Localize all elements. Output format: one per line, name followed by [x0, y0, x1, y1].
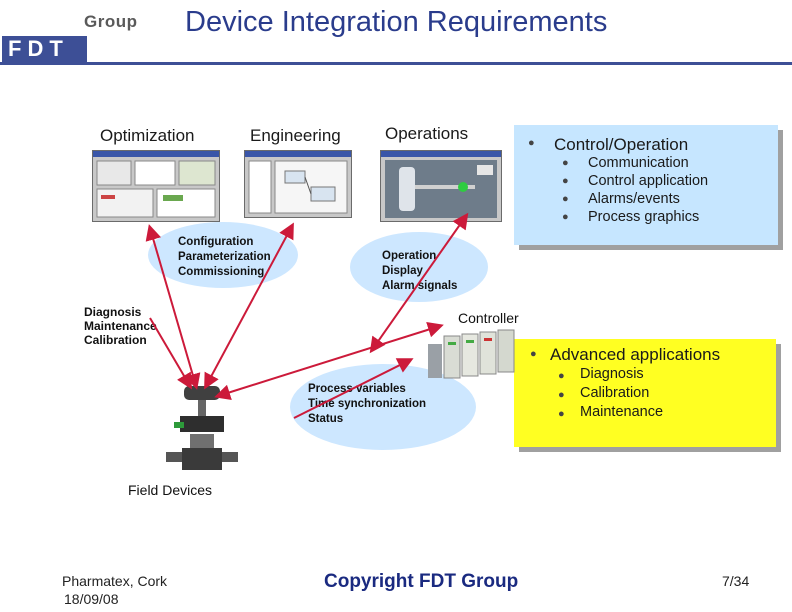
- footer-date: 18/09/08: [64, 591, 119, 607]
- engineering-screenshot-art: [245, 151, 351, 214]
- operations-screenshot-art: [381, 151, 501, 218]
- engineering-screenshot: [244, 150, 352, 218]
- page-number: 7/34: [722, 573, 750, 589]
- control-operation-panel: ● Control/Operation ● Communication ● Co…: [514, 125, 778, 245]
- operations-screenshot: [380, 150, 502, 222]
- fdt-logo: FDT: [2, 36, 87, 62]
- arrow-diagnosis-field: [149, 317, 193, 390]
- label-line-diagnosis: Diagnosis: [84, 305, 142, 319]
- ellipse-line-time-synchronization: Time synchronization: [308, 398, 427, 410]
- advanced-applications-panel: ● Advanced applications ● Diagnosis ● Ca…: [514, 339, 776, 447]
- bullet-icon: ●: [558, 389, 565, 401]
- bullet-icon: ●: [528, 137, 535, 149]
- bullet-icon: ●: [530, 348, 537, 360]
- optimization-screenshot-art: [93, 151, 219, 218]
- advanced-item-maintenance: Maintenance: [580, 404, 664, 420]
- bullet-icon: ●: [562, 175, 569, 187]
- arrow-operations-controller: [369, 212, 469, 354]
- brand-group-text: Group: [84, 12, 138, 31]
- controller-label: Controller: [458, 310, 519, 326]
- header-divider: [0, 62, 792, 65]
- control-item-communication: Communication: [588, 155, 689, 171]
- arrow-engineering-field: [204, 222, 294, 390]
- bullet-icon: ●: [562, 193, 569, 205]
- ellipse-line-status: Status: [308, 413, 344, 425]
- bullet-icon: ●: [558, 408, 565, 420]
- control-item-process-graphics: Process graphics: [588, 209, 700, 225]
- page-title: Device Integration Requirements: [185, 6, 608, 38]
- tier-operations-label: Operations: [385, 124, 469, 143]
- optimization-screenshot: [92, 150, 220, 222]
- bullet-icon: ●: [562, 157, 569, 169]
- bullet-icon: ●: [562, 211, 569, 223]
- footer-location: Pharmatex, Cork: [62, 573, 168, 589]
- bullet-icon: ●: [558, 370, 565, 382]
- arrow-process-controller: [293, 358, 414, 419]
- label-line-calibration: Calibration: [84, 333, 147, 347]
- control-item-control-application: Control application: [588, 173, 709, 189]
- advanced-item-calibration: Calibration: [580, 385, 650, 401]
- advanced-item-diagnosis: Diagnosis: [580, 366, 644, 382]
- advanced-applications-title: Advanced applications: [550, 345, 721, 364]
- control-operation-title: Control/Operation: [554, 135, 689, 154]
- footer-copyright: Copyright FDT Group: [324, 571, 519, 592]
- control-item-alarms-events: Alarms/events: [588, 191, 680, 207]
- label-line-maintenance: Maintenance: [84, 319, 157, 333]
- diagnosis-label: Diagnosis Maintenance Calibration: [84, 305, 157, 347]
- tier-optimization-label: Optimization: [100, 126, 195, 145]
- tier-engineering-label: Engineering: [250, 126, 341, 145]
- arrow-optimization-field: [145, 224, 201, 390]
- field-devices-label: Field Devices: [128, 482, 213, 498]
